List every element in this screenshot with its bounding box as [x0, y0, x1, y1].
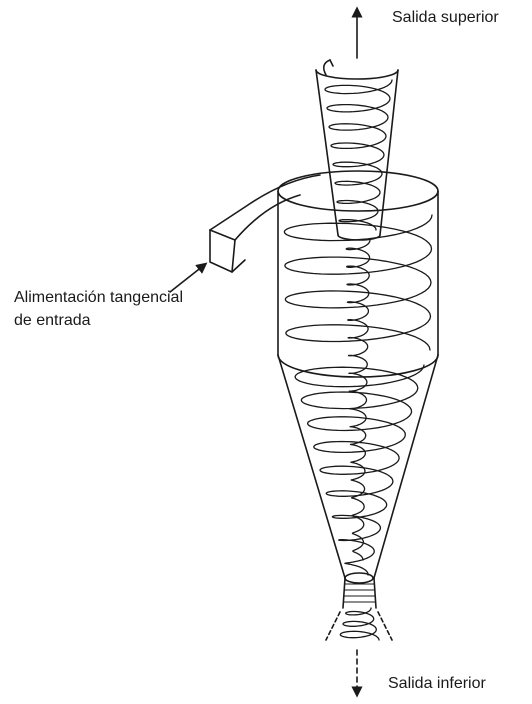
- feed-inlet-label-line1: Alimentación tangencial: [14, 288, 183, 308]
- bottom-outlet-label: Salida inferior: [388, 674, 486, 694]
- feed-inlet-label-line2: de entrada: [14, 311, 91, 331]
- underflow-vortex: [340, 608, 379, 640]
- tangential-inlet-duct: [210, 175, 320, 272]
- top-outlet-label: Salida superior: [392, 8, 499, 28]
- outer-vortex-cylinder: [284, 215, 432, 350]
- underflow-nozzle: [326, 578, 392, 640]
- spiral-flow: [284, 80, 432, 640]
- inner-vortex-core: [346, 240, 370, 560]
